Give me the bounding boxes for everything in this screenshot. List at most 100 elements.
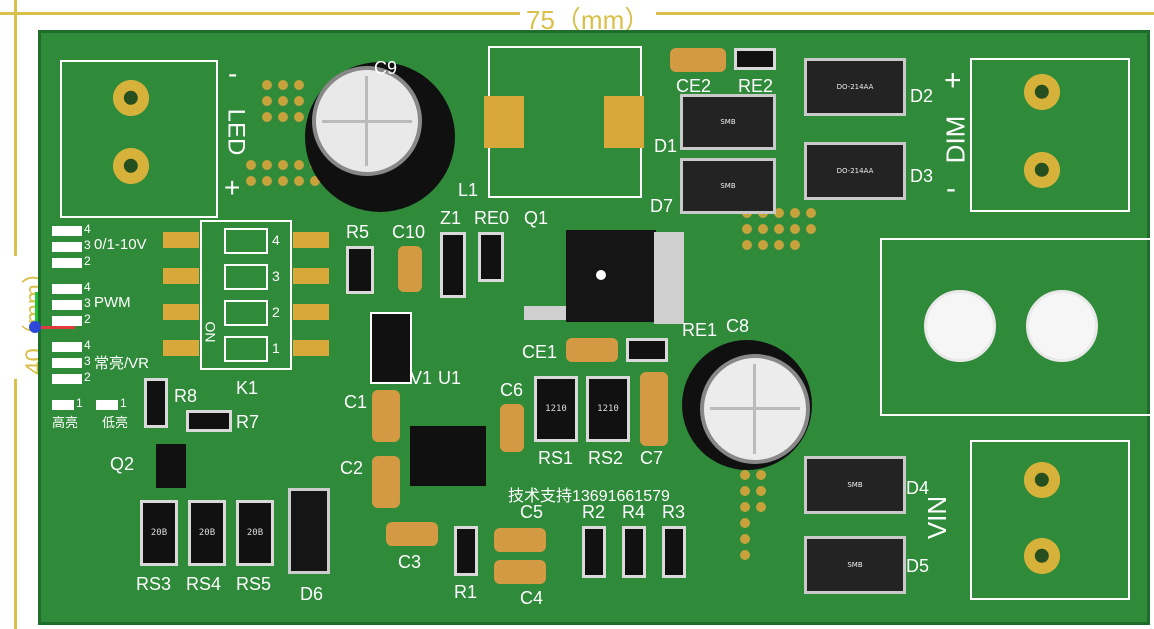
dim-terminal-pad-2: [1024, 152, 1060, 188]
capacitor-c1: [372, 390, 400, 442]
resistor-rs4: 20B: [188, 500, 226, 566]
legend-0-10v-label: 0/1-10V: [94, 236, 147, 253]
resistor-r7: [186, 410, 232, 432]
resistor-r1: [454, 526, 478, 576]
ic-u1: [410, 426, 486, 486]
refdes-k1: K1: [236, 378, 259, 398]
refdes-c6: C6: [500, 380, 524, 400]
capacitor-ce2: [670, 48, 726, 72]
diode-d1: SMB: [680, 94, 776, 150]
refdes-c1: C1: [344, 392, 368, 412]
switch-mode-legend: 4 3 0/1-10V 2 4 3 PWM 2 4 3 常亮/VR 2 1 1 …: [52, 222, 150, 430]
inductor-l1-pad-left: [484, 96, 524, 148]
refdes-d1: D1: [654, 136, 678, 156]
refdes-re0: RE0: [474, 208, 510, 228]
resistor-r8: [144, 378, 168, 428]
dim-terminal-pad-1: [1024, 74, 1060, 110]
refdes-rs1: RS1: [538, 448, 574, 468]
refdes-c9: C9: [374, 58, 398, 78]
resistor-r2: [582, 526, 606, 578]
led-terminal-pad-1: [113, 80, 149, 116]
led-minus-label: -: [228, 58, 238, 89]
legend-high-label: 高亮: [52, 415, 79, 430]
mosfet-q1: [566, 230, 656, 322]
legend-0-10v-row-4: [52, 226, 82, 236]
diode-d3: DO-214AA: [804, 142, 906, 200]
legend-vr-label: 常亮/VR: [94, 355, 150, 372]
resistor-r5: [346, 246, 374, 294]
refdes-r5: R5: [346, 222, 370, 242]
refdes-rs2: RS2: [588, 448, 624, 468]
capacitor-c5: [494, 528, 546, 552]
refdes-ce2: CE2: [676, 76, 712, 96]
refdes-l1: L1: [458, 180, 479, 200]
refdes-v1: V1: [410, 368, 433, 388]
terminal-hole-2: [1026, 290, 1098, 362]
capacitor-c6: [500, 404, 524, 452]
resistor-rs5: 20B: [236, 500, 274, 566]
refdes-c4: C4: [520, 588, 544, 608]
refdes-d7: D7: [650, 196, 674, 216]
dim-minus-label: -: [946, 172, 956, 205]
capacitor-ce1: [566, 338, 618, 362]
dip-on-label: ON: [202, 321, 219, 343]
refdes-c10: C10: [392, 222, 426, 242]
refdes-c7: C7: [640, 448, 664, 468]
inductor-l1-pad-right: [604, 96, 644, 148]
capacitor-c10: [398, 246, 422, 292]
refdes-r3: R3: [662, 502, 686, 522]
legend-pwm-label: PWM: [94, 294, 131, 311]
refdes-z1: Z1: [440, 208, 462, 228]
refdes-re2: RE2: [738, 76, 774, 96]
refdes-c5: C5: [520, 502, 544, 522]
refdes-q2: Q2: [110, 454, 135, 474]
refdes-d4: D4: [906, 478, 930, 498]
refdes-c2: C2: [340, 458, 364, 478]
refdes-r7: R7: [236, 412, 260, 432]
refdes-u1: U1: [438, 368, 462, 388]
resistor-rs2: 1210: [586, 376, 630, 442]
terminal-hole-1: [924, 290, 996, 362]
led-terminal-pad-2: [113, 148, 149, 184]
axis-y-arrow: [35, 292, 38, 328]
resistor-re2: [734, 48, 776, 70]
capacitor-c3: [386, 522, 438, 546]
legend-low-label: 低亮: [102, 415, 129, 430]
diode-d7: SMB: [680, 158, 776, 214]
refdes-ce1: CE1: [522, 342, 558, 362]
via-cluster-top-left: [262, 80, 322, 130]
diode-d2: DO-214AA: [804, 58, 906, 116]
refdes-r4: R4: [622, 502, 646, 522]
capacitor-c4: [494, 560, 546, 584]
axis-x-arrow: [35, 326, 75, 329]
refdes-d6: D6: [300, 584, 324, 604]
dip-switch-k1: [200, 220, 292, 370]
resistor-r4: [622, 526, 646, 578]
refdes-q1: Q1: [524, 208, 549, 228]
dip-slot-1[interactable]: [224, 336, 268, 362]
vin-terminal-block: [970, 440, 1130, 600]
dip-slot-3[interactable]: [224, 264, 268, 290]
refdes-re1: RE1: [682, 320, 718, 340]
led-plus-label: +: [224, 172, 241, 203]
refdes-c3: C3: [398, 552, 422, 572]
vin-label: VIN: [922, 495, 953, 540]
refdes-d5: D5: [906, 556, 930, 576]
legend-vr-row-4: [52, 342, 82, 352]
capacitor-c2: [372, 456, 400, 508]
led-terminal-block: [60, 60, 218, 218]
zener-z1: [440, 232, 466, 298]
dip-slot-2[interactable]: [224, 300, 268, 326]
resistor-re0: [478, 232, 504, 282]
dip-slot-4[interactable]: [224, 228, 268, 254]
via-cluster-bottom: [740, 470, 780, 580]
legend-pwm-row-4: [52, 284, 82, 294]
resistor-r3: [662, 526, 686, 578]
vin-terminal-pad-1: [1024, 462, 1060, 498]
axis-origin: [29, 321, 41, 333]
led-label: LED: [222, 108, 250, 156]
capacitor-c7: [640, 372, 668, 446]
resistor-rs3: 20B: [140, 500, 178, 566]
refdes-rs3: RS3: [136, 574, 172, 594]
refdes-r2: R2: [582, 502, 606, 522]
